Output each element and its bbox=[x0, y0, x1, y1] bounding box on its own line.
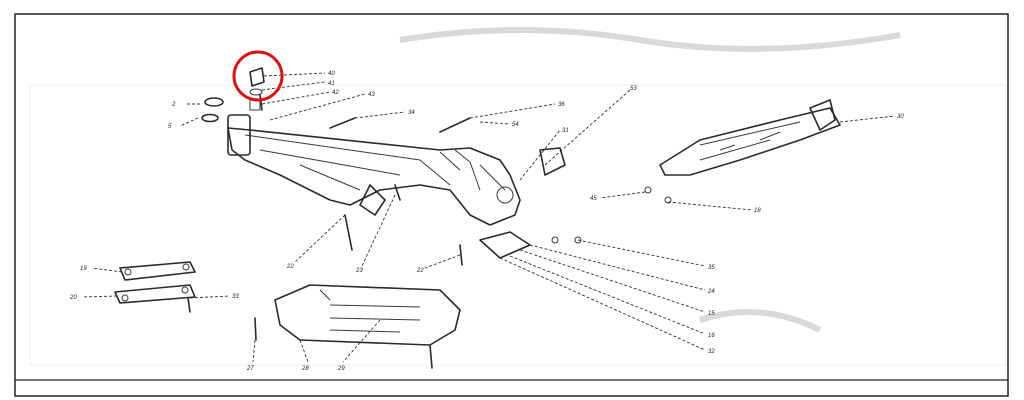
callout-36: 36 bbox=[558, 102, 565, 108]
callout-40: 40 bbox=[328, 71, 335, 77]
callout-24: 24 bbox=[707, 289, 715, 295]
highlight-circle bbox=[232, 50, 284, 102]
steering-head bbox=[227, 114, 251, 156]
seal-ring bbox=[201, 113, 219, 123]
swingarm-pivot bbox=[496, 186, 514, 204]
callout-34: 34 bbox=[408, 110, 415, 116]
bleed-stroke-2 bbox=[699, 309, 822, 333]
callout-41: 41 bbox=[328, 81, 335, 87]
callout-29: 29 bbox=[337, 366, 345, 372]
footpeg-right bbox=[479, 231, 531, 259]
callout-22-left: 22 bbox=[286, 264, 294, 270]
callout-30: 30 bbox=[897, 114, 904, 120]
shock-link-upper bbox=[119, 261, 196, 281]
callout-45: 45 bbox=[590, 196, 597, 202]
washer bbox=[249, 88, 263, 96]
callout-16: 16 bbox=[708, 333, 715, 339]
frame-gusset bbox=[359, 184, 386, 216]
top-nut bbox=[249, 67, 265, 87]
skid-plate bbox=[274, 284, 461, 346]
callout-31: 31 bbox=[562, 128, 569, 134]
rear-subframe bbox=[659, 99, 841, 176]
callout-42: 42 bbox=[332, 90, 339, 96]
callout-32: 32 bbox=[708, 349, 715, 355]
background-bleed bbox=[29, 27, 1006, 366]
callout-5: 5 bbox=[168, 124, 172, 130]
callout-2: 2 bbox=[171, 102, 176, 108]
footpeg-left bbox=[539, 147, 566, 176]
callout-19: 19 bbox=[80, 266, 87, 272]
callout-28: 28 bbox=[301, 366, 309, 372]
main-frame bbox=[227, 114, 521, 226]
callout-labels: 40 41 42 43 2 5 34 36 54 53 31 30 45 18 … bbox=[69, 71, 904, 372]
callout-33: 33 bbox=[232, 294, 239, 300]
callout-15: 15 bbox=[708, 311, 715, 317]
callout-18: 18 bbox=[754, 208, 761, 214]
bolts bbox=[187, 94, 672, 369]
leader-lines bbox=[81, 72, 896, 363]
callout-54: 54 bbox=[512, 122, 519, 128]
callout-27: 27 bbox=[246, 366, 254, 372]
shock-link-lower bbox=[114, 284, 196, 304]
callout-35: 35 bbox=[708, 265, 715, 271]
page-border bbox=[14, 13, 1009, 397]
bleed-stroke-1 bbox=[399, 27, 901, 52]
collar bbox=[249, 99, 261, 111]
callout-20: 20 bbox=[69, 295, 77, 301]
bearing-race bbox=[204, 97, 224, 107]
callout-43: 43 bbox=[368, 92, 375, 98]
callout-53: 53 bbox=[630, 86, 637, 92]
bleed-box bbox=[29, 84, 1006, 366]
callout-23: 23 bbox=[355, 268, 363, 274]
callout-22-right: 22 bbox=[416, 268, 424, 274]
